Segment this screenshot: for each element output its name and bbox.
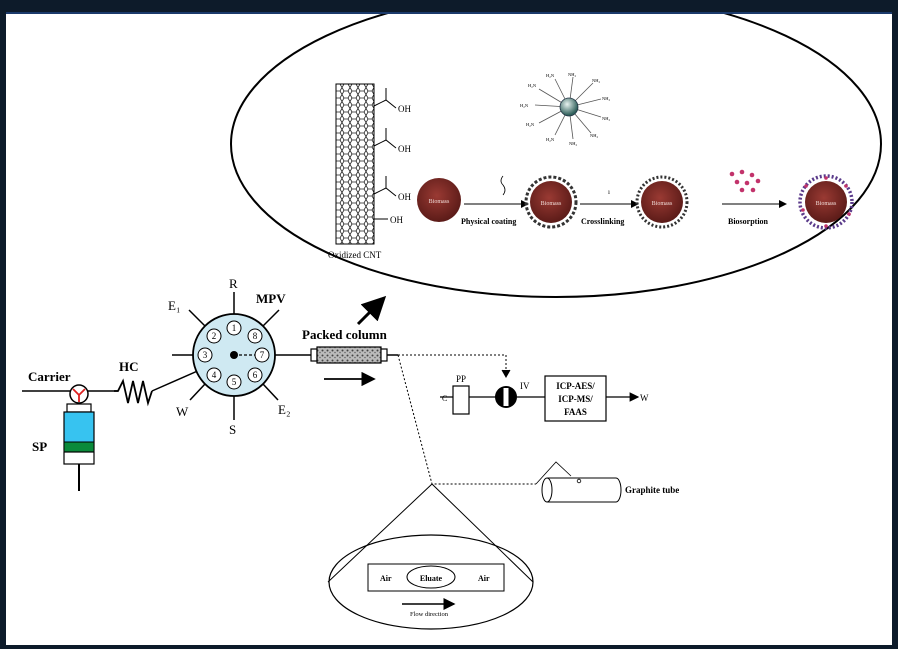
- iv-label: IV: [520, 381, 530, 391]
- holding-coil: [114, 378, 153, 407]
- air-left-label: Air: [380, 574, 392, 583]
- port-w-label: W: [176, 404, 189, 419]
- c-label: C: [442, 394, 447, 403]
- physical-coating-label: Physical coating: [461, 217, 516, 226]
- graphite-tube: [541, 477, 622, 503]
- oh-label: OH: [398, 104, 411, 114]
- amine-label: H₂N: [528, 83, 537, 88]
- dotted-line-graphite: [397, 354, 536, 485]
- amine-label: NH₂: [602, 96, 610, 101]
- hc-label: HC: [119, 359, 139, 374]
- eluate-label: Eluate: [420, 574, 443, 583]
- synthesis-panel: Oxidized CNT OH OH OH OH H₂N H₂N H₂N H₂: [230, 14, 882, 298]
- carboxyl-groups: [373, 88, 397, 220]
- biomass-bead: [641, 181, 683, 223]
- oh-label: OH: [398, 192, 411, 202]
- synthesis-ellipse: [230, 14, 882, 298]
- sp-label: SP: [32, 439, 47, 454]
- amine-label: NH₂: [590, 133, 598, 138]
- port-s-label: S: [229, 422, 236, 437]
- graphite-tube-label: Graphite tube: [625, 485, 679, 495]
- biomass-label: Biomass: [652, 201, 673, 207]
- valve-port-5: 5: [232, 377, 237, 387]
- detector-out-label: W: [640, 393, 649, 403]
- biomass-bead: [530, 181, 572, 223]
- valve-port-4: 4: [212, 370, 217, 380]
- detector-box: [544, 375, 607, 422]
- dendrimer-core: [559, 97, 579, 117]
- metal-ions: [729, 169, 761, 193]
- port-e1-label: E₁: [168, 298, 180, 313]
- air-right-label: Air: [478, 574, 490, 583]
- coating-shell: [524, 175, 578, 229]
- peristaltic-pump: [452, 385, 470, 415]
- valve-port-7: 7: [260, 350, 265, 360]
- inset-ellipse: [328, 534, 534, 630]
- coating-shell: [635, 175, 689, 229]
- pp-label: PP: [456, 374, 466, 384]
- port-e2-label: E₂: [278, 402, 290, 417]
- syringe-pump: [63, 403, 95, 491]
- dendrimer: H₂N H₂N H₂N H₂N NH₂ NH₂ NH₂ NH₂ NH₂ NH₂ …: [520, 72, 610, 146]
- packed-column-label: Packed column: [302, 327, 388, 342]
- port-r-label: R: [229, 276, 238, 291]
- amine-label: H₂N: [546, 137, 555, 142]
- flow-direction-label: Flow direction: [410, 611, 449, 618]
- polymer-squiggle: [500, 175, 506, 196]
- biomass-process: Biomass Physical coating Biomass ı Cross…: [417, 169, 854, 230]
- biomass-label: Biomass: [429, 199, 450, 205]
- biomass-label: Biomass: [541, 201, 562, 207]
- valve-port-8: 8: [253, 331, 258, 341]
- amine-label: NH₂: [592, 78, 600, 83]
- dotted-line-icp: [398, 354, 507, 374]
- valve-port-1: 1: [232, 323, 237, 333]
- amine-label: H₂N: [520, 103, 529, 108]
- oh-label: OH: [390, 215, 403, 225]
- amine-label: NH₂: [569, 141, 577, 146]
- diagram-svg: Oxidized CNT OH OH OH OH H₂N H₂N H₂N H₂: [22, 14, 882, 630]
- mpv-label: MPV: [256, 291, 286, 306]
- cnt-tube: [335, 83, 375, 245]
- diagram-canvas: Oxidized CNT OH OH OH OH H₂N H₂N H₂N H₂: [6, 12, 892, 645]
- amine-label: NH₂: [602, 116, 610, 121]
- biomass-label: Biomass: [816, 201, 837, 207]
- biomass-bead: [805, 181, 847, 223]
- oxidized-cnt-label: Oxidized CNT: [328, 250, 382, 260]
- segment-inset: Air Eluate Air Flow direction: [327, 483, 534, 630]
- graphite-probe: [535, 461, 572, 485]
- detector-line: ICP-AES/: [556, 381, 595, 391]
- coating-shell: [798, 174, 854, 230]
- multi-position-valve: 1 2 3 4 5 6 7 8 R MPV E₁ W S E₂: [168, 276, 311, 437]
- zoom-arrow: [356, 295, 387, 326]
- detector-line: FAAS: [564, 407, 587, 417]
- biosorption-label: Biosorption: [728, 217, 769, 226]
- flow-system: Carrier SP HC: [22, 276, 679, 503]
- valve-port-2: 2: [212, 331, 217, 341]
- crosslinking-label: Crosslinking: [581, 217, 624, 226]
- carrier-label: Carrier: [28, 369, 71, 384]
- oh-label: OH: [398, 144, 411, 154]
- biomass-bead: [417, 178, 461, 222]
- amine-label: H₂N: [546, 73, 555, 78]
- amine-label: H₂N: [526, 122, 535, 127]
- valve-port-6: 6: [253, 370, 258, 380]
- valve-port-3: 3: [203, 350, 208, 360]
- amine-label: NH₂: [568, 72, 576, 77]
- pump-valve-mark: [72, 388, 86, 402]
- crosslinker-mark: ı: [608, 188, 610, 196]
- packed-column: [316, 346, 382, 364]
- detector-line: ICP-MS/: [558, 394, 593, 404]
- eluate-plug: [406, 565, 456, 589]
